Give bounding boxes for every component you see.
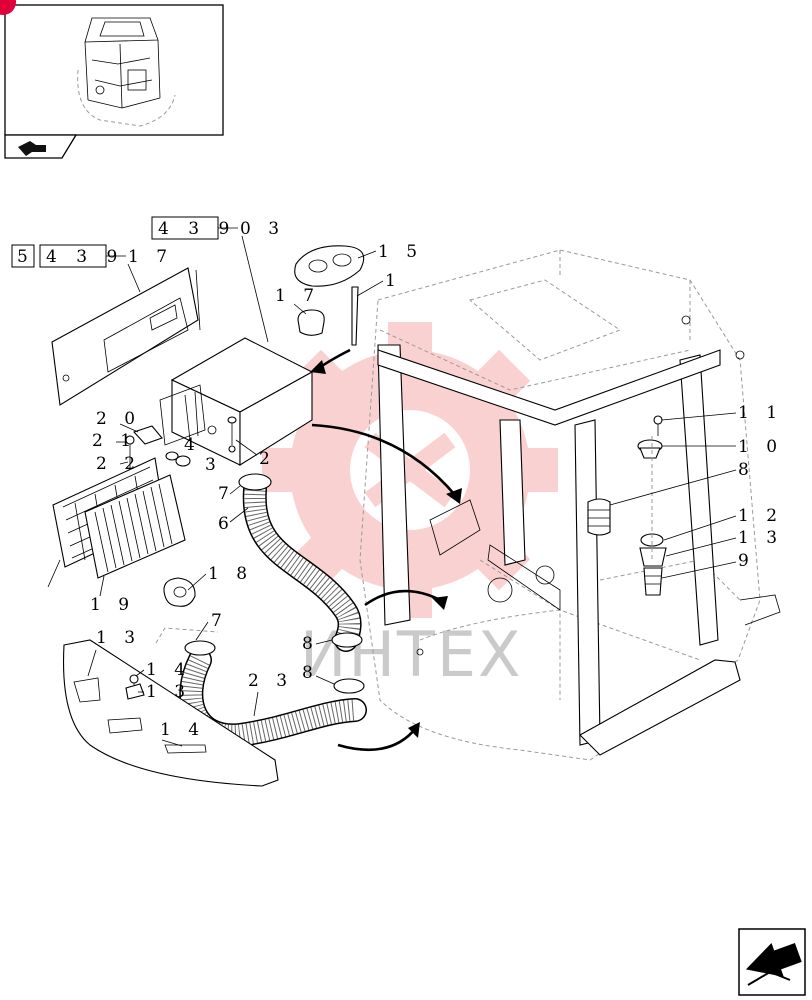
heater-unit[interactable] <box>159 337 314 466</box>
callout-18: 1 9 <box>90 595 135 615</box>
reference-5-439-17[interactable]: 5 4 3 9 1 7 <box>11 244 173 293</box>
clip-13[interactable] <box>125 683 145 700</box>
reference-box-1: 5 <box>17 247 35 267</box>
callout-4: 4 <box>184 435 201 455</box>
callout-7c: 8 <box>302 634 319 654</box>
clamp-top[interactable] <box>238 473 272 491</box>
clamp-lower[interactable] <box>184 640 216 656</box>
callout-19: 2 0 <box>96 409 141 429</box>
next-page-arrow-icon[interactable] <box>738 928 806 996</box>
clamp-mid-2[interactable] <box>333 678 365 694</box>
cabin-air-filter[interactable] <box>84 474 186 579</box>
assembly-arrows <box>310 348 462 752</box>
callout-16: 1 8 <box>208 564 253 584</box>
vent-plug[interactable] <box>297 309 325 336</box>
callout-21: 2 2 <box>96 454 141 474</box>
bellows-8-lower[interactable] <box>643 567 663 596</box>
callout-13c: 1 4 <box>160 720 205 740</box>
callout-7a: 7 <box>218 484 235 504</box>
reference-439-03[interactable]: 4 3 9 0 3 <box>151 216 285 343</box>
page-badge <box>0 0 16 15</box>
overview-thumbnail[interactable] <box>0 0 224 159</box>
callout-10: 1 1 <box>738 403 783 423</box>
vent-nozzle-9[interactable] <box>637 439 663 459</box>
callout-7b: 7 <box>211 611 228 631</box>
grommet-4[interactable] <box>165 451 191 467</box>
guide-dash <box>155 627 219 644</box>
screw-2[interactable] <box>227 416 237 453</box>
callout-12: 1 3 <box>738 528 783 548</box>
callout-11: 1 2 <box>738 506 783 526</box>
lower-air-duct[interactable] <box>63 639 279 787</box>
hose-22[interactable] <box>179 648 367 748</box>
bolt-20[interactable] <box>125 435 135 470</box>
callouts: 1 5 1 1 7 2 0 2 1 2 2 4 3 2 7 6 1 9 1 8 … <box>47 242 783 747</box>
bellows-8-upper[interactable] <box>587 498 611 536</box>
reference-box-2: 4 3 9 <box>46 247 124 267</box>
clamp-mid-1[interactable] <box>331 632 363 648</box>
callout-7d: 8 <box>302 663 319 683</box>
reference-suffix: 1 7 <box>128 247 173 267</box>
previous-arrow-icon[interactable] <box>18 141 46 156</box>
thumbnail-cab-sketch <box>77 17 176 127</box>
cab-structure <box>377 315 781 756</box>
hose-6[interactable] <box>242 478 362 652</box>
reference-box: 4 3 9 <box>158 219 236 239</box>
screw-10[interactable] <box>653 415 663 436</box>
callout-15: 1 5 <box>378 242 423 262</box>
callout-22: 2 3 <box>248 671 293 691</box>
callout-6: 6 <box>218 514 235 534</box>
mounting-plate[interactable] <box>133 425 163 445</box>
callout-8a: 8 <box>738 460 755 480</box>
callout-13b: 1 3 <box>146 682 191 702</box>
callout-13a: 1 3 <box>96 628 141 648</box>
callout-9: 1 0 <box>738 437 783 457</box>
callout-1: 1 <box>385 271 402 291</box>
roof-vent-cover[interactable] <box>294 245 365 287</box>
callout-17: 1 7 <box>275 286 320 306</box>
callout-8b: 9 <box>738 551 755 571</box>
callout-20: 2 1 <box>92 431 137 451</box>
side-panel[interactable] <box>51 267 201 406</box>
reference-suffix: 0 3 <box>240 219 285 239</box>
callout-2: 2 <box>259 449 276 469</box>
sensor-rod[interactable] <box>351 286 359 346</box>
callout-3: 3 <box>205 455 222 475</box>
hose-clip[interactable] <box>163 577 196 607</box>
watermark-text: ИНТЕХ <box>300 618 523 691</box>
nozzle-12[interactable] <box>639 547 667 567</box>
callout-14: 1 4 <box>146 660 191 680</box>
